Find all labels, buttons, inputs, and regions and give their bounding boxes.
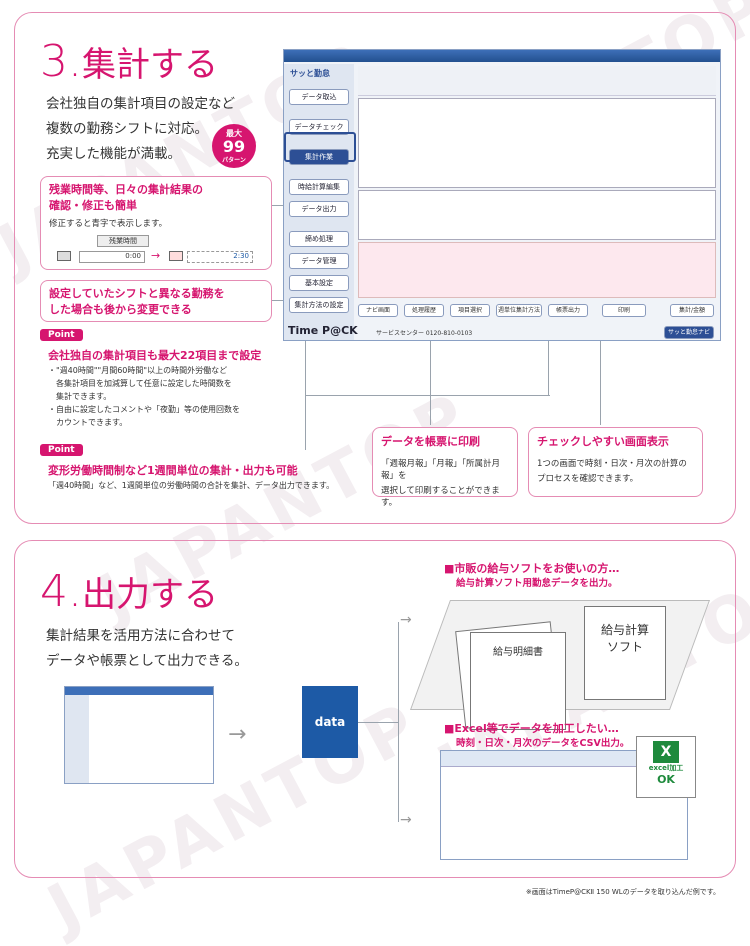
report-output-button[interactable]: 帳票出力	[548, 304, 588, 317]
section3-panel	[14, 12, 736, 524]
section-heading: 出力する	[81, 575, 218, 615]
payroll-sub: 給与計算ソフト用勤怠データを出力。	[456, 578, 618, 589]
edit-icon	[57, 251, 71, 261]
filter-bar	[358, 66, 716, 96]
history-button[interactable]: 処理履歴	[404, 304, 444, 317]
arrow-right-icon: →	[400, 612, 412, 628]
connector	[398, 622, 399, 822]
section-heading: 集計する	[81, 45, 218, 85]
data-icon: data	[302, 686, 358, 758]
point2-heading: 変形労働時間制など1週間単位の集計・出力も可能	[48, 464, 298, 477]
print-box: データを帳票に印刷 「週報月報」「月報」「所属計月報」を 選択して印刷することが…	[372, 427, 518, 508]
point-tag: Point	[40, 329, 83, 341]
section4-title: 4.出力する	[40, 566, 218, 617]
app-logo: サッと勤怠	[290, 69, 330, 78]
excel-sub: 時刻・日次・月次のデータをCSV出力。	[456, 738, 630, 749]
excel-icon: X excel加工 OK	[636, 736, 696, 798]
payslip-paper: 給与明細書	[470, 632, 566, 730]
sidebar: サッと勤怠 データ取込 データチェック 集計作業 時給計算編集 データ出力 締め…	[284, 64, 354, 340]
weekly-method-button[interactable]: 週単位集計方法	[496, 304, 542, 317]
excel-heading: ■Excel等でデータを加工したい…	[444, 722, 619, 735]
side-output[interactable]: データ出力	[289, 201, 349, 217]
section-number: 4.	[40, 566, 82, 617]
highlight-frame	[284, 132, 356, 162]
arrow-right-icon: →	[151, 249, 161, 262]
point1-text: ・"週40時間""月間60時間"以上の時間外労働など各集計項目を加減算して任意に…	[48, 366, 240, 427]
point2-text: 「週40時間」など、1週間単位の労働時間の合計を集計、データ出力できます。	[48, 481, 335, 490]
service-center: サービスセンター 0120-810-0103	[376, 330, 473, 337]
section3-lead: 会社独自の集計項目の設定など複数の勤務シフトに対応。充実した機能が満載。	[46, 96, 235, 162]
overtime-box: 残業時間等、日々の集計結果の 確認・修正も簡単 修正すると青字で表示します。 残…	[40, 176, 272, 270]
value-after: 2:30	[187, 251, 253, 263]
payroll-heading: ■市販の給与ソフトをお使いの方…	[444, 562, 620, 575]
side-close[interactable]: 締め処理	[289, 231, 349, 247]
daily-grid	[358, 190, 716, 240]
section4-lead: 集計結果を活用方法に合わせてデータや帳票として出力できる。	[46, 628, 248, 669]
screen-box: チェックしやすい画面表示 1つの画面で時刻・日次・月次の計算の プロセスを確認で…	[528, 427, 703, 497]
connector	[358, 722, 398, 723]
section3-title: 3.集計する	[40, 36, 218, 87]
section-number: 3.	[40, 36, 82, 87]
print-button[interactable]: 印刷	[602, 304, 646, 317]
side-hourly[interactable]: 時給計算編集	[289, 179, 349, 195]
side-settings[interactable]: 基本設定	[289, 275, 349, 291]
nav-screen-button[interactable]: ナビ画面	[358, 304, 398, 317]
app-screenshot: サッと勤怠 データ取込 データチェック 集計作業 時給計算編集 データ出力 締め…	[283, 49, 721, 341]
thumb-screenshot	[64, 686, 214, 784]
point-tag: Point	[40, 444, 83, 456]
side-data[interactable]: データ管理	[289, 253, 349, 269]
excel-logo-icon: X	[653, 741, 679, 763]
navi-button[interactable]: サッと勤怠ナビ	[664, 326, 714, 339]
overtime-label: 残業時間	[97, 235, 149, 247]
point1-heading: 会社独自の集計項目も最大22項目まで設定	[48, 349, 262, 362]
monthly-grid	[358, 242, 716, 298]
side-import[interactable]: データ取込	[289, 89, 349, 105]
total-button[interactable]: 集計/金額	[670, 304, 714, 317]
connector	[430, 325, 431, 425]
brand-logo: Time P@CK	[288, 324, 358, 337]
connector	[600, 325, 601, 425]
payroll-software-box: 給与計算 ソフト	[584, 606, 666, 700]
side-method[interactable]: 集計方法の設定	[289, 297, 349, 313]
titlebar	[284, 50, 720, 62]
shift-change-box: 設定していたシフトと異なる勤務を した場合も後から変更できる	[40, 280, 272, 322]
footnote: ※画面はTimeP@CKⅡ 150 WLのデータを取り込んだ例です。	[525, 888, 720, 896]
section4-panel	[14, 540, 736, 878]
side-check[interactable]: データチェック	[289, 119, 349, 135]
connector	[305, 395, 550, 396]
arrow-right-icon: →	[400, 812, 412, 828]
time-grid	[358, 98, 716, 188]
connector	[548, 325, 549, 395]
value-before: 0:00	[79, 251, 145, 263]
item-select-button[interactable]: 項目選択	[450, 304, 490, 317]
arrow-right-icon: →	[228, 722, 247, 747]
edit-icon	[169, 251, 183, 261]
